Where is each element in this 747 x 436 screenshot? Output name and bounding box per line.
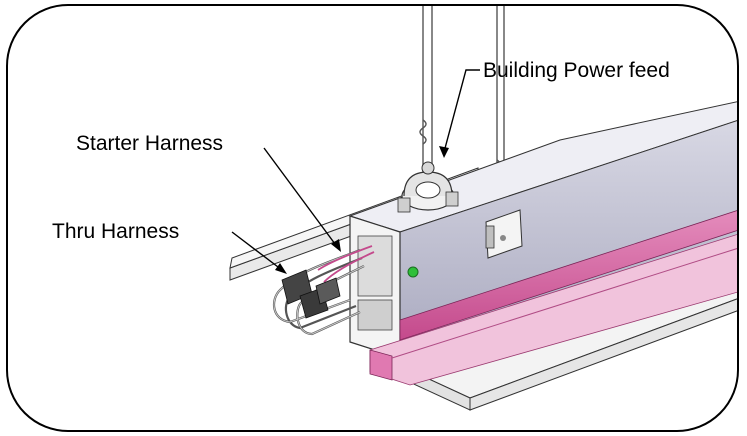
cable-highlight: [273, 249, 365, 335]
indicator-light: [407, 266, 419, 278]
channel-end-cap: [349, 215, 401, 359]
hanger-bracket-icon: [485, 209, 523, 259]
pipe-clamp-icon: [397, 161, 459, 213]
starter-harness-label: Starter Harness: [76, 132, 224, 155]
leader-lines: [231, 69, 480, 271]
magenta-rail: [369, 207, 737, 386]
thru-harness-label: Thru Harness: [52, 220, 180, 243]
leader-arrowheads: [275, 146, 449, 274]
starter-harness-wires: [317, 245, 375, 283]
plug-connector-icon: [281, 269, 341, 319]
building-power-feed-label: Building Power feed: [483, 59, 670, 82]
